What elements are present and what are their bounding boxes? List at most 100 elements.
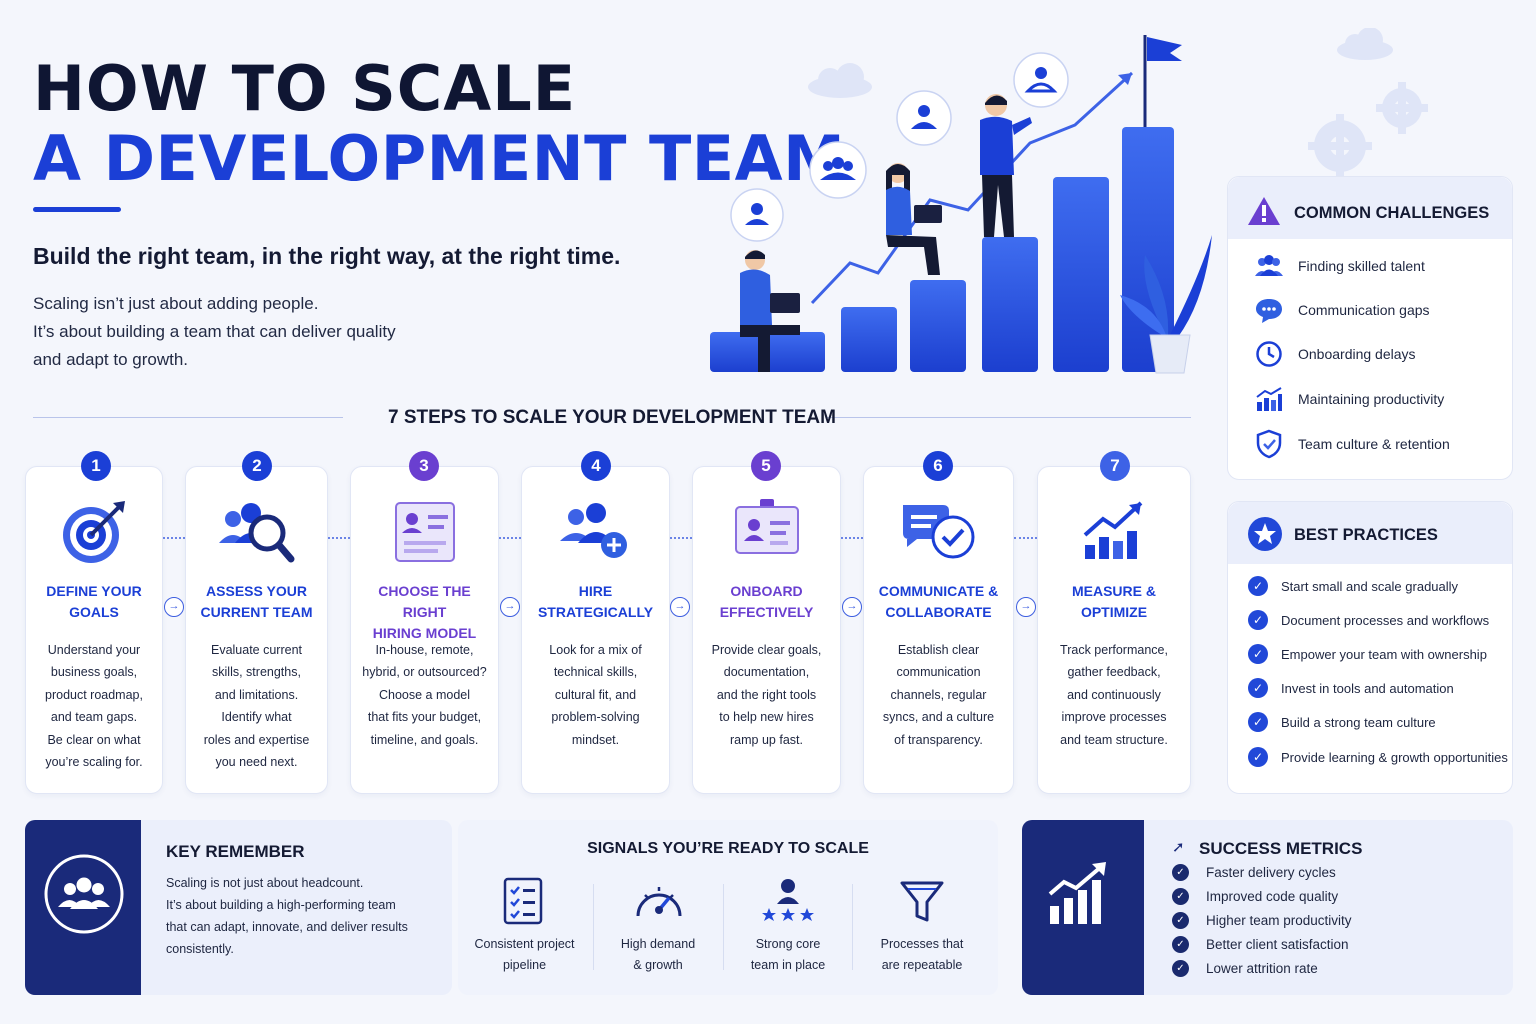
metric-item: ✓Improved code quality bbox=[1172, 884, 1338, 908]
step-connector bbox=[670, 537, 692, 539]
step-connector bbox=[328, 537, 350, 539]
id-badge-icon bbox=[734, 499, 799, 554]
arrow-right-icon: → bbox=[1016, 597, 1036, 617]
intro-text: Scaling isn’t just about adding people. … bbox=[33, 290, 453, 374]
leader-circle-icon bbox=[1013, 52, 1069, 108]
step-number-3: 3 bbox=[409, 451, 439, 481]
key-remember-text: Scaling is not just about headcount.It’s… bbox=[166, 876, 408, 956]
rocket-icon: ➚ bbox=[1172, 839, 1185, 856]
title-underline bbox=[33, 207, 121, 212]
common-challenges-panel: COMMON CHALLENGES Finding skilled talent… bbox=[1227, 176, 1513, 480]
step-card-6: COMMUNICATE &COLLABORATE Establish clear… bbox=[863, 466, 1014, 794]
check-icon: ✓ bbox=[1172, 959, 1189, 977]
arrow-right-icon: → bbox=[500, 597, 520, 617]
page-title-line1: HOW TO SCALE bbox=[33, 52, 577, 125]
step-card-7: MEASURE &OPTIMIZE Track performance,gath… bbox=[1037, 466, 1191, 794]
panel-header bbox=[1228, 177, 1512, 239]
signals-title: SIGNALS YOU’RE READY TO SCALE bbox=[587, 840, 869, 857]
key-remember-icon-area bbox=[25, 820, 141, 995]
check-icon: ✓ bbox=[1248, 644, 1268, 664]
tagline: Build the right team, in the right way, … bbox=[33, 243, 621, 269]
bar bbox=[982, 237, 1038, 372]
team-search-icon bbox=[218, 503, 294, 563]
step-connector bbox=[1014, 537, 1037, 539]
people-icon bbox=[1255, 255, 1283, 276]
check-icon: ✓ bbox=[1248, 747, 1268, 767]
step-number-6: 6 bbox=[923, 451, 953, 481]
metric-item: ✓Better client satisfaction bbox=[1172, 932, 1349, 956]
challenge-item: Maintaining productivity bbox=[1252, 384, 1444, 414]
success-metrics-panel: ➚ SUCCESS METRICS ✓Faster delivery cycle… bbox=[1022, 820, 1513, 995]
step-title: MEASURE &OPTIMIZE bbox=[1071, 583, 1156, 620]
step-title: COMMUNICATE &COLLABORATE bbox=[878, 583, 999, 620]
steps-heading: 7 STEPS TO SCALE YOUR DEVELOPMENT TEAM bbox=[33, 404, 1191, 432]
best-practice-item: ✓Document processes and workflows bbox=[1248, 608, 1489, 632]
check-icon: ✓ bbox=[1172, 935, 1189, 953]
trend-line bbox=[810, 71, 1134, 305]
growth-chart-icon bbox=[1048, 862, 1106, 924]
signals-divider bbox=[852, 884, 853, 970]
challenges-title: COMMON CHALLENGES bbox=[1294, 204, 1490, 222]
challenge-item: Finding skilled talent bbox=[1252, 251, 1425, 281]
plant-decoration bbox=[1120, 235, 1212, 374]
challenge-item: Team culture & retention bbox=[1252, 429, 1450, 459]
intro-line: and adapt to growth. bbox=[33, 350, 189, 369]
group-circle-icon bbox=[809, 141, 867, 199]
best-practice-item: ✓Build a strong team culture bbox=[1248, 710, 1436, 734]
step-description: In-house, remote,hybrid, or outsourced?C… bbox=[362, 643, 487, 747]
checklist-icon bbox=[503, 877, 543, 925]
profile-card-icon bbox=[394, 502, 455, 562]
step-description: Provide clear goals,documentation,and th… bbox=[711, 643, 822, 747]
trend-arrow bbox=[1118, 73, 1132, 85]
add-user-icon bbox=[559, 503, 627, 558]
arrow-right-icon: → bbox=[842, 597, 862, 617]
step-connector bbox=[841, 537, 863, 539]
heading-divider-right bbox=[826, 417, 1191, 418]
step-connector bbox=[499, 537, 521, 539]
star-team-icon bbox=[762, 879, 814, 921]
step-number-2: 2 bbox=[242, 451, 272, 481]
arrow-right-icon: → bbox=[670, 597, 690, 617]
best-practice-item: ✓Invest in tools and automation bbox=[1248, 676, 1454, 700]
step-number-7: 7 bbox=[1100, 451, 1130, 481]
team-leader-person bbox=[980, 94, 1032, 237]
intro-line: It’s about building a team that can deli… bbox=[33, 322, 396, 341]
best-practice-item: ✓Start small and scale gradually bbox=[1248, 574, 1458, 598]
check-icon: ✓ bbox=[1248, 576, 1268, 596]
step-number-5: 5 bbox=[751, 451, 781, 481]
best-practice-item: ✓Provide learning & growth opportunities bbox=[1248, 745, 1508, 769]
best-practice-item: ✓Empower your team with ownership bbox=[1248, 642, 1487, 666]
funnel-icon bbox=[900, 881, 944, 922]
check-icon: ✓ bbox=[1172, 863, 1189, 881]
flag-icon bbox=[1147, 37, 1182, 61]
gears-icon bbox=[1308, 28, 1428, 178]
key-remember-title: KEY REMEMBER bbox=[166, 842, 305, 861]
signals-panel: SIGNALS YOU’RE READY TO SCALE bbox=[458, 820, 998, 995]
clock-icon bbox=[1256, 341, 1282, 367]
check-icon: ✓ bbox=[1172, 887, 1189, 905]
best-practices-panel: BEST PRACTICES ✓Start small and scale gr… bbox=[1227, 501, 1513, 794]
success-metrics-icon-area bbox=[1022, 820, 1144, 995]
challenge-item: Communication gaps bbox=[1252, 295, 1430, 325]
growth-chart-icon bbox=[1083, 501, 1143, 559]
page-title-line2: A DEVELOPMENT TEAM bbox=[33, 122, 846, 195]
team-growth-illustration bbox=[710, 35, 1212, 374]
step-connector bbox=[163, 537, 185, 539]
challenge-item: Onboarding delays bbox=[1252, 339, 1416, 369]
heading-divider-left bbox=[33, 417, 343, 418]
bar bbox=[841, 307, 897, 372]
signals-divider bbox=[593, 884, 594, 970]
